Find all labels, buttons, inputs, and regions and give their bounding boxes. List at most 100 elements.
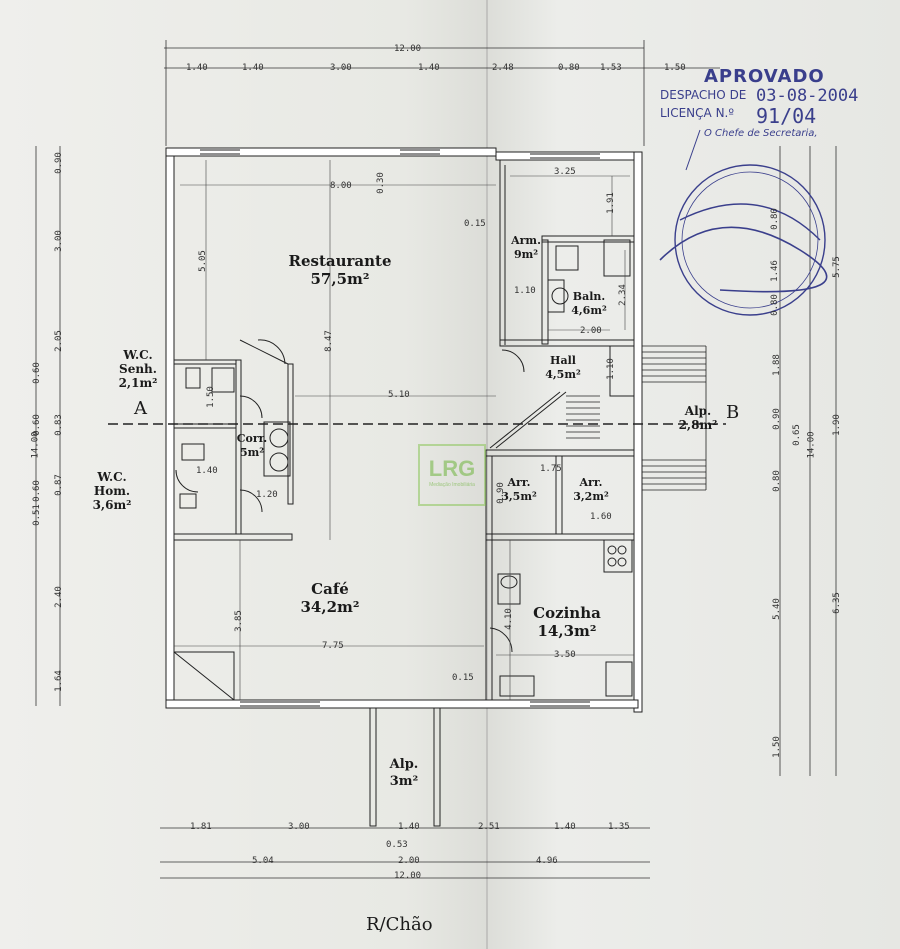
floor-label: R/Chão [366,914,433,935]
room-arr-1: Arr. 3,5m² [496,476,542,504]
dim-int: 0.80 [769,294,780,316]
right-block-walls [485,235,635,701]
dim-left: 0.51 [31,504,42,526]
dim-top: 1.53 [600,63,622,73]
dim-int: 7.75 [322,641,344,651]
room-name: Cozinha [533,604,601,622]
room-name: Corr. [236,432,268,445]
dim-top: 1.50 [664,63,686,73]
paper-fold [486,0,488,949]
room-area: 3,5m² [501,490,537,503]
dim-int: 0.90 [495,482,506,504]
room-name: Café [311,580,349,598]
dim-right: 0.80 [771,470,782,492]
room-name: Hall [550,354,576,367]
dim-left: 0.87 [53,474,64,496]
dim-bottom-2: 4.96 [536,856,558,866]
dim-right-2: 0.65 [791,424,802,446]
dim-top: 0.80 [558,63,580,73]
dim-int: 8.00 [330,181,352,191]
outer-walls [165,147,643,713]
room-corr: Corr. 5m² [232,432,272,460]
room-name-2: Hom. [93,484,131,498]
dim-left: 2.40 [53,586,64,608]
dim-bottom: 1.40 [554,822,576,832]
room-area: 2,1m² [118,376,158,390]
dim-int: 5.10 [388,390,410,400]
dim-int: 0.15 [464,219,486,229]
dim-bottom: 1.81 [190,822,212,832]
room-name: W.C. [97,470,127,484]
despacho-label: DESPACHO DE [660,88,747,102]
room-wc-hom: W.C. Hom. 3,6m² [82,470,142,512]
dim-int: 1.50 [205,386,216,408]
room-arm: Arm. 9m² [506,234,546,262]
dim-left: 0.83 [53,414,64,436]
dim-top: 2.48 [492,63,514,73]
dim-top-total: 12.00 [394,44,422,54]
dim-int: 1.10 [514,286,536,296]
room-area: 4,6m² [571,304,607,317]
room-name: Alp. [389,757,419,772]
room-area: 4,5m² [545,368,581,381]
dim-int: 1.91 [605,192,616,214]
section-mark-b: B [726,402,740,423]
dim-left: 1.64 [53,670,64,692]
dim-bottom-total: 12.00 [394,871,422,881]
logo: LRG Mediação Imobiliária [418,444,486,506]
room-balc: Baln. 4,6m² [566,290,612,318]
signatory: O Chefe de Secretaria, [704,128,818,139]
dim-left: 2.05 [53,330,64,352]
dim-int: 3.25 [554,167,576,177]
dim-right: 5.40 [771,598,782,620]
dim-right-outer: 5.75 [831,256,842,278]
dim-top: 1.40 [242,63,264,73]
dim-int: 2.34 [617,284,628,306]
room-name: Arr. [507,476,531,489]
dim-bottom-2: 5.04 [252,856,274,866]
dim-bottom: 2.51 [478,822,500,832]
dim-top: 1.40 [418,63,440,73]
dim-int: 0.80 [769,208,780,230]
room-area: 5m² [239,446,265,459]
room-area: 9m² [513,248,539,261]
room-alp-right: Alp. 2,8m² [676,404,720,432]
dim-int: 1.20 [256,490,278,500]
room-name: Arm. [511,234,541,247]
dim-int: 5.05 [197,250,208,272]
despacho-date: 03-08-2004 [756,86,859,106]
dim-int: 1.40 [196,466,218,476]
dim-int: 1.10 [605,358,616,380]
section-mark-a: A [134,398,147,419]
dim-int: 1.60 [590,512,612,522]
dim-right-total: 14.00 [806,431,817,459]
room-name-2: Senh. [119,362,157,376]
right-steps [642,345,707,491]
dim-bottom: 3.00 [288,822,310,832]
dim-right: 1.88 [771,354,782,376]
logo-text: LRG [428,456,476,481]
dim-int: 8.47 [323,330,334,352]
room-name: Baln. [572,290,606,303]
room-area: 34,2m² [300,598,360,616]
room-cozinha: Cozinha 14,3m² [522,604,612,640]
entrance-porch [369,707,441,827]
dim-bottom-2: 2.00 [398,856,420,866]
dim-int: 1.75 [540,464,562,474]
room-hall: Hall 4,5m² [540,354,586,382]
dim-bottom: 1.35 [608,822,630,832]
dim-bottom-053: 0.53 [386,840,408,850]
dim-int: 0.30 [375,172,386,194]
room-name: Arr. [579,476,603,489]
logo-subtitle: Mediação Imobiliária [429,482,475,488]
room-cafe: Café 34,2m² [280,580,380,616]
dim-right: 1.50 [771,736,782,758]
room-restaurante: Restaurante 57,5m² [270,252,410,288]
dim-bottom: 1.40 [398,822,420,832]
licenca-number: 91/04 [756,104,817,128]
dim-left-total: 14.00 [30,431,41,459]
room-area: 3,2m² [573,490,609,503]
dim-left: 3.00 [53,230,64,252]
room-area: 14,3m² [537,622,597,640]
